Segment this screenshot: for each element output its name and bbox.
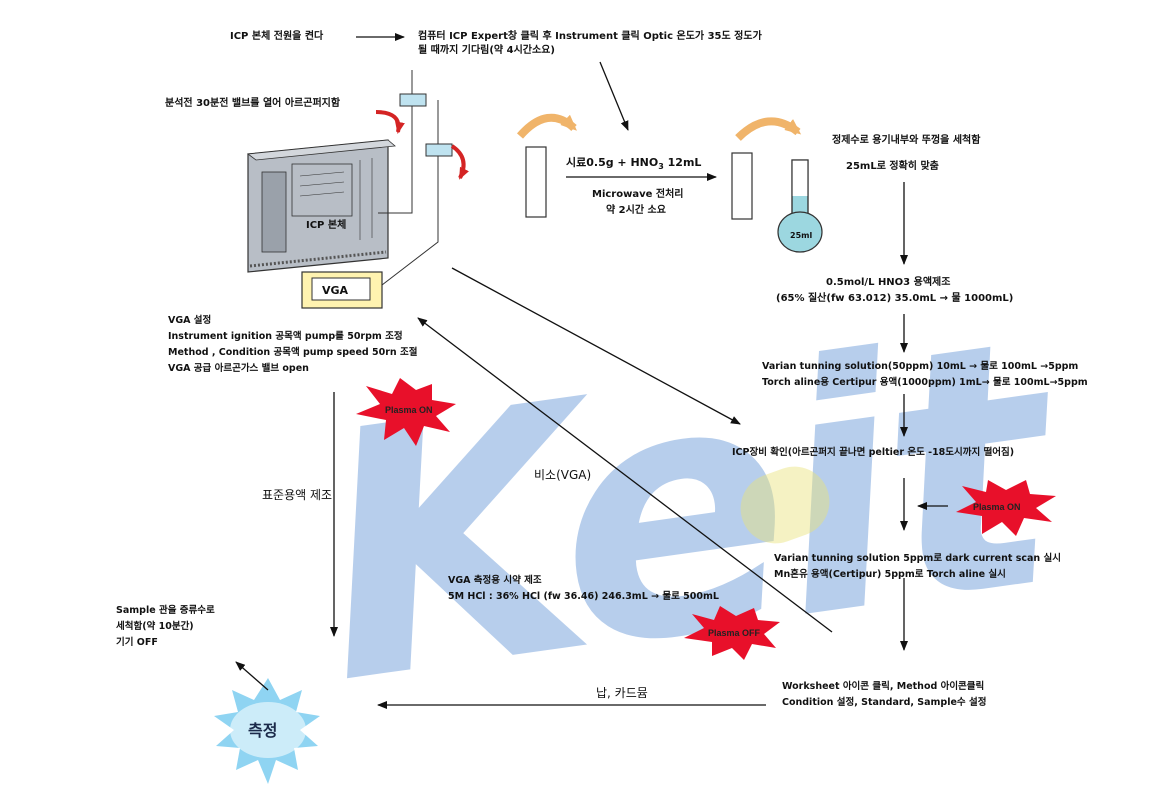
hno3-line1: 0.5mol/L HNO3 용액제조 (826, 277, 951, 288)
tune-line1: Varian tunning solution 5ppm로 dark curre… (774, 553, 1061, 564)
plasma-on-label-1: Plasma ON (385, 405, 433, 415)
vga-reagent-line1: VGA 측정용 시약 제조 (448, 575, 542, 586)
plasma-on-burst-1 (356, 378, 456, 446)
icp-body-label: ICP 본체 (306, 218, 346, 231)
hno3-line2: (65% 질산(fw 63.012) 35.0mL → 물 1000mL) (776, 293, 1014, 304)
sample-reagent-suffix: 12mL (663, 156, 702, 169)
red-rotate-arrow-1 (375, 110, 405, 134)
tune-line2: Mn혼유 용액(Certipur) 5ppm로 Torch aline 실시 (774, 569, 1006, 580)
varian-line2: Torch aline용 Certipur 용액(1000ppm) 1mL→ 물… (762, 377, 1088, 388)
measure-label: 측정 (248, 721, 277, 740)
vga-settings-title: VGA 설정 (168, 315, 212, 326)
varian-line1: Varian tunning solution(50ppm) 10mL → 물로… (762, 361, 1079, 372)
red-rotate-arrow-2 (450, 144, 469, 180)
microwave-line1: Microwave 전처리 (592, 189, 684, 200)
vga-settings-line2: Instrument ignition 공목액 pump를 50rpm 조정 (168, 331, 403, 342)
sample-reagent-prefix: 시료0.5g + HNO (566, 156, 659, 169)
icp-machine-illustration (246, 139, 396, 273)
step-expert-line1: 컴퓨터 ICP Expert창 클릭 후 Instrument 클릭 Optic… (418, 31, 762, 42)
sample-wash-line3: 기기 OFF (116, 637, 158, 648)
plasma-on-label-2: Plasma ON (973, 502, 1021, 512)
orange-curve-arrow-2 (735, 117, 802, 141)
sample-reagent: 시료0.5g + HNO3 12mL (566, 156, 701, 174)
vga-settings-line4: VGA 공급 아르곤가스 밸브 open (168, 363, 309, 374)
sample-reagent-sub: 3 (658, 162, 664, 172)
plasma-off-label: Plasma OFF (708, 628, 761, 638)
lead-cadmium-label: 납, 카드뮴 (596, 686, 648, 700)
step-power-on: ICP 본체 전원을 켠다 (230, 31, 324, 42)
flow-arrows (235, 33, 948, 709)
rinse-line1: 정제수로 용기내부와 뚜껑을 세척함 (832, 135, 981, 146)
measure-sun (214, 678, 320, 784)
sample-vessel-2 (731, 152, 753, 220)
sample-wash-line2: 세척함(약 10분간) (116, 621, 194, 632)
sample-vessel-1 (525, 146, 547, 218)
vga-box-label: VGA (322, 284, 349, 297)
sample-wash-line1: Sample 관을 증류수로 (116, 605, 215, 616)
plasma-off-burst (684, 606, 780, 660)
worksheet-line1: Worksheet 아이콘 클릭, Method 아이콘클릭 (782, 681, 985, 692)
flask-label: 25ml (790, 231, 812, 240)
valve-bottom (425, 143, 453, 157)
icp-check: ICP장비 확인(아르곤퍼지 끝나면 peltier 온도 -18도시까지 떨어… (732, 447, 1015, 458)
microwave-line2: 약 2시간 소요 (606, 205, 666, 216)
plasma-on-burst-2 (956, 480, 1056, 536)
step-valve-open: 분석전 30분전 밸브를 열어 아르곤퍼지함 (165, 98, 341, 109)
valve-top (399, 93, 427, 107)
arsenic-vga-label: 비소(VGA) (534, 468, 592, 482)
vga-settings-line3: Method , Condition 공목액 pump speed 50rn 조… (168, 347, 418, 358)
rinse-line2: 25mL로 정확히 맞춤 (846, 161, 939, 172)
orange-curve-arrow-1 (516, 113, 577, 139)
worksheet-line2: Condition 설정, Standard, Sample수 설정 (782, 697, 987, 708)
step-expert-line2: 될 때까지 기다림(약 4시간소요) (418, 45, 555, 56)
vga-reagent-line2: 5M HCl : 36% HCl (fw 36.46) 246.3mL → 물로… (448, 591, 719, 602)
volumetric-flask (777, 159, 823, 253)
standard-prep-label: 표준용액 제조 (262, 488, 333, 502)
